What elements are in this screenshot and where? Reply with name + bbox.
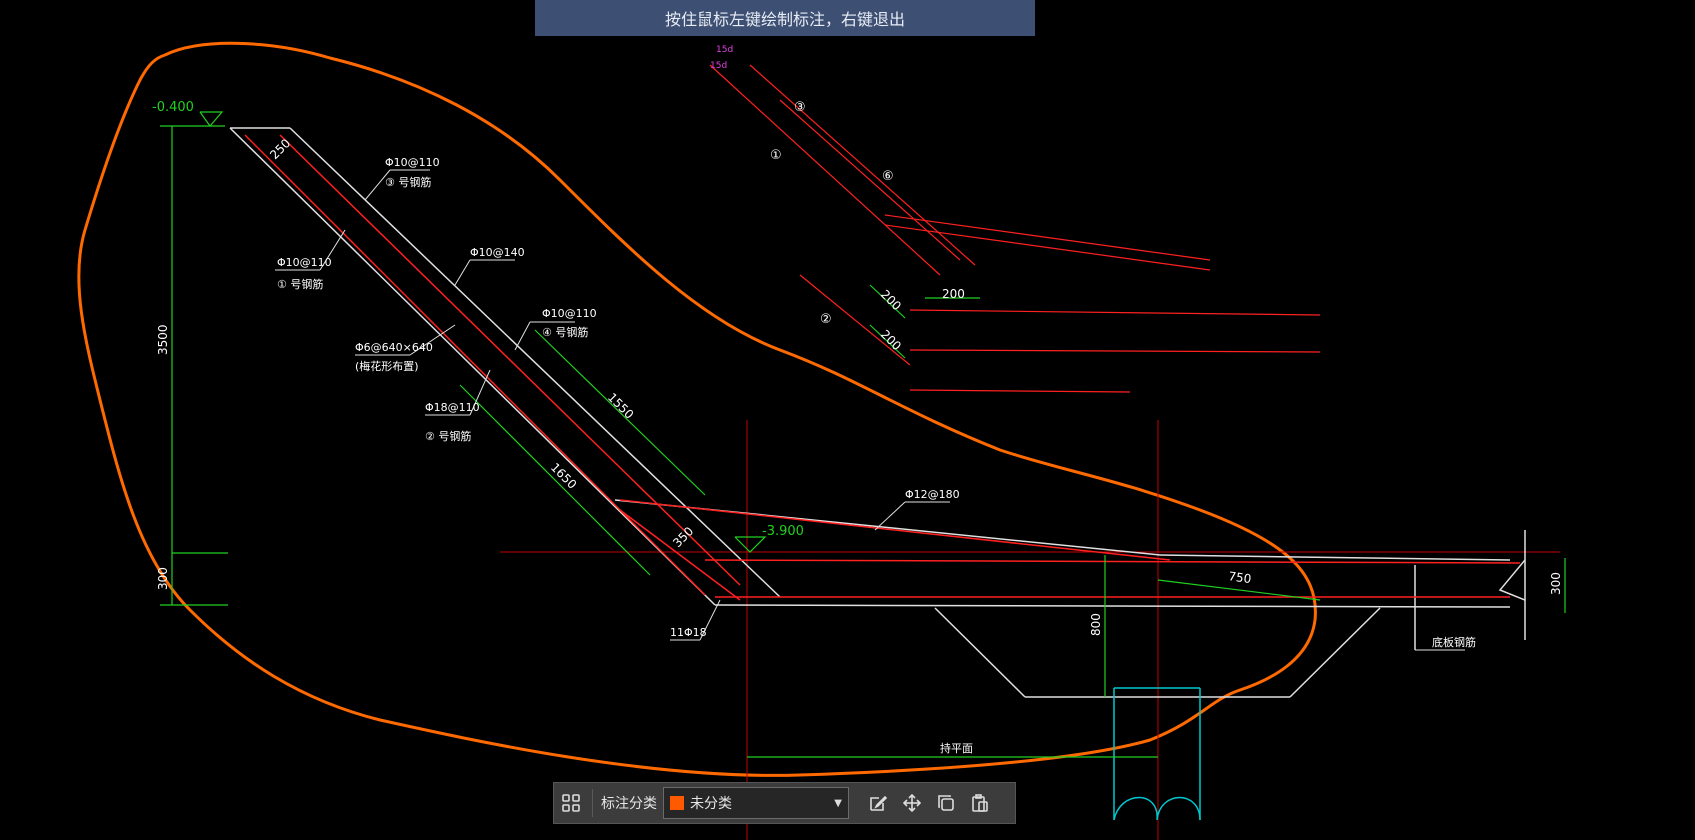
dim-250: 250 [267, 136, 293, 162]
dim-1550: 1550 [605, 390, 636, 421]
category-label: 标注分类 [601, 796, 657, 812]
rebar-1-spec: Φ10@110 [277, 256, 332, 269]
inclined-slab [229, 127, 1526, 698]
dim-300-right: 300 [1549, 572, 1563, 595]
rebar-2-spec: Φ18@110 [425, 401, 480, 414]
category-value: 未分类 [690, 796, 732, 812]
rebar-3-spec: Φ10@110 [385, 156, 440, 169]
rebar-12-spec: Φ12@180 [905, 488, 960, 501]
rebar-2-note: ② 号钢筋 [425, 429, 471, 443]
pile-outline [1113, 687, 1201, 821]
annotation-freehand-loop[interactable] [77, 41, 1317, 777]
grid-icon[interactable] [554, 786, 588, 820]
paste-icon[interactable] [963, 786, 997, 820]
dim-3500: 3500 [156, 324, 170, 355]
rebar-4-top-spec: Φ10@140 [470, 246, 525, 259]
note-bottom-rebar: 底板钢筋 [1432, 635, 1476, 649]
rebar-6-spec: Φ6@640×640 [355, 341, 433, 354]
dim-800: 800 [1089, 613, 1103, 636]
callout-3: ③ [794, 100, 806, 115]
dim-200-b: 200 [878, 287, 904, 313]
elevation-mid: -3.900 [762, 524, 804, 539]
chevron-down-icon: ▼ [834, 797, 842, 809]
edit-icon[interactable] [861, 786, 895, 820]
category-select[interactable]: 未分类 ▼ [663, 787, 849, 819]
dim-750: 750 [1228, 569, 1253, 586]
callout-1: ① [770, 148, 782, 163]
rebar-4-spec: Φ10@110 [542, 307, 597, 320]
toolbar-divider [592, 789, 593, 817]
hint-text: 按住鼠标左键绘制标注，右键退出 [664, 10, 905, 29]
callout-6: ⑥ [882, 169, 894, 184]
leader-lines [275, 169, 1465, 651]
rebar-1-note: ① 号钢筋 [277, 277, 323, 291]
category-color-swatch [670, 796, 684, 810]
copy-icon[interactable] [929, 786, 963, 820]
dim-300-left: 300 [156, 567, 170, 590]
move-icon[interactable] [895, 786, 929, 820]
rebar-4-note: ④ 号钢筋 [542, 325, 588, 339]
note-ground: 持平面 [940, 741, 973, 755]
rebar-3-note: ③ 号钢筋 [385, 175, 431, 189]
small-label-a: 15d [716, 45, 733, 55]
annotation-toolbar: 标注分类 未分类 ▼ [553, 782, 1016, 824]
elevation-top: -0.400 [152, 100, 194, 115]
dim-200-c: 200 [878, 327, 904, 353]
rebar-6-note: (梅花形布置) [355, 359, 419, 373]
detail-rebar-sketch [709, 64, 1321, 393]
dim-200-a: 200 [942, 287, 965, 301]
hint-bar: 按住鼠标左键绘制标注，右键退出 [535, 0, 1035, 36]
rebar-lines [244, 134, 1521, 601]
dimension-lines [160, 111, 1566, 758]
callout-2: ② [820, 312, 832, 327]
note-11d18: 11Φ18 [670, 626, 707, 639]
dim-350: 350 [670, 524, 696, 550]
small-label-b: 15d [710, 61, 727, 71]
